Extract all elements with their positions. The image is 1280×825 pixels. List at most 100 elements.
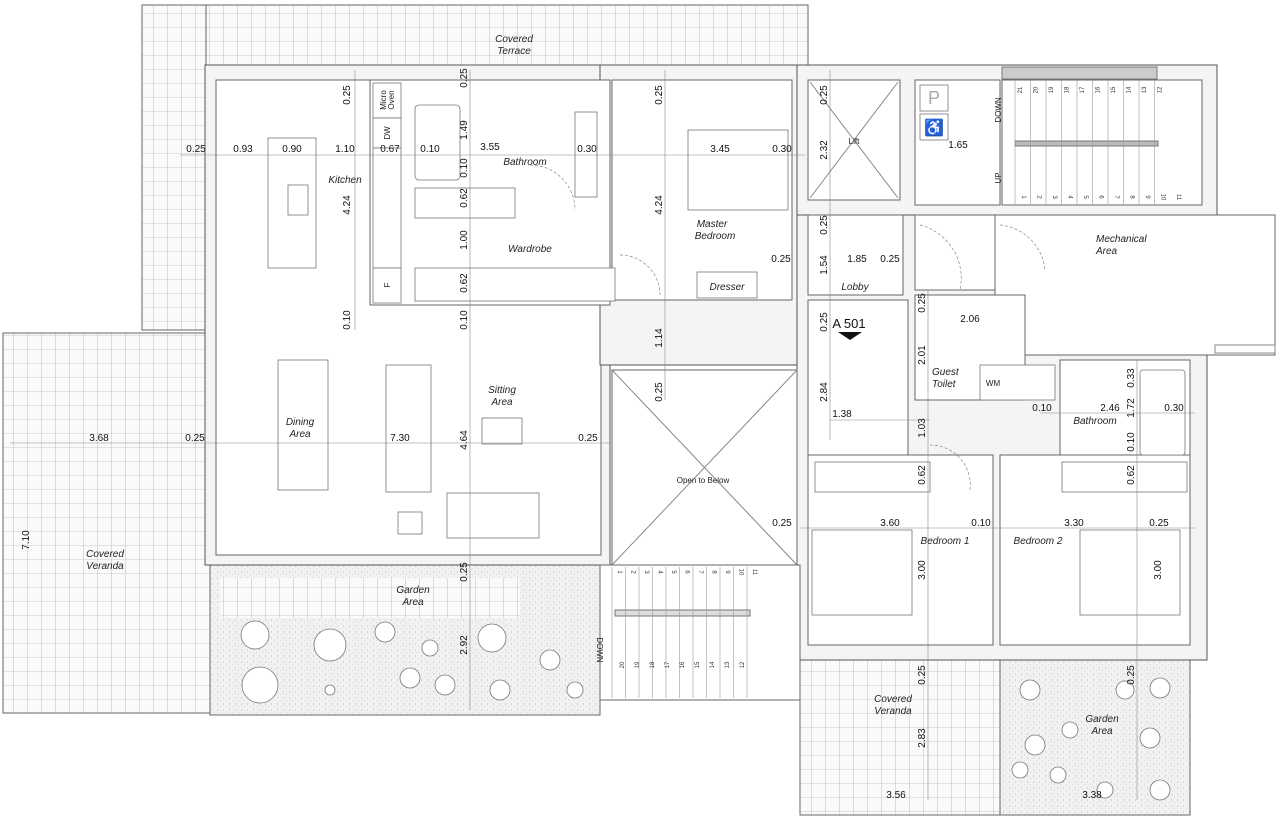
stair-number: 3 [1051,195,1057,199]
stair-number: 7 [697,570,703,574]
dimension-label: 0.30 [772,144,792,155]
stair-number: 15 [695,661,701,668]
dimension-label: 7.10 [21,530,32,550]
dimension-label: 0.67 [380,144,400,155]
dimension-label: 3.68 [89,433,109,444]
dimension-label: 0.25 [819,85,830,105]
covered-veranda-left-area [2,332,211,714]
tree-icon [489,679,511,701]
washing-machine-label: WM [986,379,1001,388]
tree-icon [421,639,439,657]
dishwasher-label: DW [383,126,392,140]
dimension-label: 0.10 [1032,403,1052,414]
stair-number: 9 [724,570,730,574]
stair-number: 10 [1160,194,1166,201]
stair-number: 2 [1036,195,1042,199]
room-covered-terrace: Covered [495,34,533,45]
stair-number: 6 [1098,195,1104,199]
dimension-label: 3.38 [1082,790,1102,801]
dimension-label: 0.25 [880,254,900,265]
dimension-label: 0.62 [459,273,470,293]
dimension-label: 3.60 [880,518,900,529]
stair-number: 14 [710,661,716,668]
dimension-label: 3.00 [917,560,928,580]
stair-number: 14 [1127,86,1133,93]
dining-table [277,359,329,491]
dimension-label: 0.62 [459,188,470,208]
tree-icon [434,674,456,696]
dimension-label: 0.25 [1126,665,1137,685]
room-covered-veranda-right-2: Veranda [874,706,912,717]
room-garden-area-left: Garden [396,585,430,596]
stair-number: 11 [1175,194,1181,201]
stair-number: 17 [665,661,671,668]
stair-number: 1 [1020,195,1026,199]
lift-shaft [809,81,899,199]
dimension-label: 1.85 [847,254,867,265]
dimension-label: 0.10 [1126,432,1137,452]
stair-number: 5 [1082,195,1088,199]
tree-icon [1049,766,1067,784]
stair-number: 15 [1111,86,1117,93]
tree-icon [324,684,336,696]
stair-number: 1 [616,570,622,574]
stair-number: 12 [1158,86,1164,93]
stair-number: 19 [1049,86,1055,93]
stair-number: 8 [711,570,717,574]
stair-number: 19 [635,661,641,668]
dimension-label: 0.25 [459,562,470,582]
stair-number: 13 [725,661,731,668]
room-garden-area-right-2: Area [1090,726,1113,737]
room-lobby: Lobby [841,282,869,293]
room-bedroom-2: Bedroom 2 [1014,536,1063,547]
room-dining-area: Dining [286,417,315,428]
dimension-label: 0.25 [819,215,830,235]
room-mechanical-area: Mechanical [1096,234,1147,245]
stair-number: 18 [650,661,656,668]
dimension-label: 3.45 [710,144,730,155]
stair-number: 4 [1067,195,1073,199]
dimension-label: 0.30 [577,144,597,155]
dimension-label: 0.25 [772,518,792,529]
room-master-bedroom-2: Bedroom [695,231,736,242]
dimension-label: 3.30 [1064,518,1084,529]
stair-number: 11 [751,569,757,576]
room-sitting-area: Sitting [488,385,516,396]
room-guest-toilet-2: Toilet [932,379,957,390]
tree-icon [1149,779,1171,801]
sofa-2 [446,492,540,539]
dimension-label: 0.25 [917,293,928,313]
stair-number: 8 [1129,195,1135,199]
dimension-lines [10,70,1195,800]
stair-number: 13 [1142,86,1148,93]
room-garden-area-left-2: Area [401,597,424,608]
dimension-label: 0.25 [654,85,665,105]
stair-number: 16 [1096,86,1102,93]
room-covered-veranda-left: Covered [86,549,124,560]
dimension-label: 0.93 [233,144,253,155]
room-covered-terrace-2: Terrace [497,46,531,57]
dimension-label: 0.10 [342,310,353,330]
room-bedroom-1: Bedroom 1 [921,536,970,547]
dimension-label: 0.25 [654,382,665,402]
dimension-label: 1.72 [1126,398,1137,418]
dimension-label: 1.54 [819,255,830,275]
tree-icon [1019,679,1041,701]
room-mechanical-area-2: Area [1095,246,1118,257]
dimension-label: 0.62 [1126,465,1137,485]
stair-number: 3 [643,570,649,574]
stair-number: 4 [657,570,663,574]
dimension-label: 1.03 [917,418,928,438]
stair-number: 2 [630,570,636,574]
room-bathroom-2: Bathroom [1073,416,1116,427]
section-marker[interactable]: A 501 [832,316,866,340]
dimension-label: 1.65 [948,140,968,151]
dimension-label: 0.25 [819,312,830,332]
dimension-label: 2.46 [1100,403,1120,414]
tree-icon [1149,677,1171,699]
vertical-dimensions: 0.254.240.100.251.490.100.621.000.620.10… [21,68,1164,748]
room-open-to-below: Open to Below [677,476,730,485]
dimension-label: 1.00 [459,230,470,250]
